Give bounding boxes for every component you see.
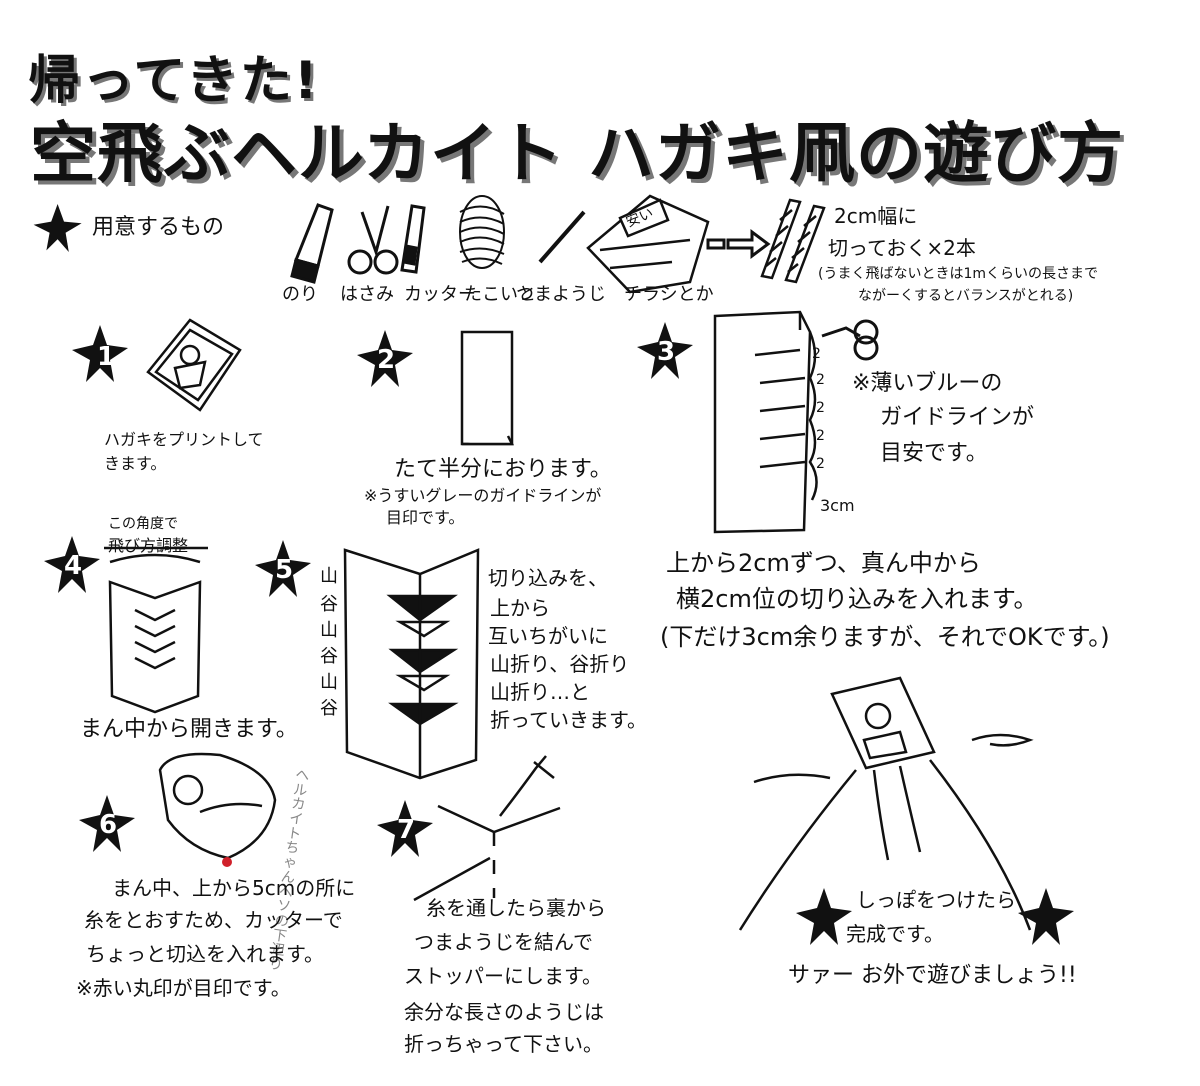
step-2-number: 2 [377, 345, 395, 375]
step-1-text-1: ハガキをプリントして [104, 430, 264, 450]
step-3-text-3: (下だけ3cm余りますが、それでOKです。) [660, 622, 1110, 652]
step-5-text-2: 上から [490, 596, 550, 621]
string-spool-icon [460, 196, 504, 268]
step-5-text-1: 切り込みを、 [488, 566, 608, 591]
step-2-text-2: ※うすいグレーのガイドラインが [364, 486, 601, 506]
strip-note-1: 2cm幅に [834, 204, 917, 229]
step-6-text-4: ※赤い丸印が目印です。 [76, 976, 291, 1001]
step-6-number: 6 [99, 810, 117, 840]
strip-note-4: ながーくするとバランスがとれる) [858, 288, 1073, 306]
step-4-number: 4 [64, 551, 82, 581]
step-3-text-1: 上から2cmずつ、真ん中から [666, 548, 981, 578]
cutter-icon [402, 206, 424, 272]
step-7-text-2: つまようじを結んで [414, 930, 593, 955]
cut-mark-label: 2 [812, 346, 821, 364]
step-3-note-2: ガイドラインが [880, 404, 1034, 432]
step-1-number: 1 [97, 342, 115, 372]
step-1-text-2: きます。 [104, 454, 166, 474]
step-2-text-1: たて半分におります。 [394, 456, 612, 484]
material-glue: のり [282, 284, 318, 307]
step-5-number: 5 [275, 555, 293, 585]
step-7-number: 7 [397, 815, 415, 845]
materials-heading: 用意するもの [92, 214, 224, 242]
cut-mark-bottom: 3cm [820, 496, 855, 516]
finish-text-3: サァー お外で遊びましょう!! [788, 962, 1077, 990]
step-6-text-1: まん中、上から5cmの所に [112, 876, 355, 901]
material-scissors: はさみ [340, 284, 394, 307]
paper-strip-icon [762, 200, 824, 282]
string-threading-diagram [414, 756, 560, 900]
cut-mark-label: 2 [816, 456, 825, 474]
material-flyer: チラシとか [624, 284, 714, 307]
kite-character-sketch [160, 754, 275, 858]
cut-mark-label: 2 [816, 372, 825, 390]
scissors-icon [349, 206, 397, 273]
step-3-note-3: 目安です。 [880, 440, 988, 468]
step-7-text-5: 折っちゃって下さい。 [404, 1032, 603, 1057]
material-toothpick: つまようじ [516, 284, 606, 307]
step-4-text: まん中から開きます。 [80, 716, 298, 744]
cut-mark-label: 2 [816, 400, 825, 418]
fold-label: 谷 [320, 594, 338, 617]
fold-label: 山 [320, 672, 338, 695]
strip-note-3: (うまく飛ばないときは1mくらいの長さまで [818, 266, 1098, 284]
arrow-icon [708, 232, 768, 256]
finish-shuriken-right [1018, 888, 1074, 945]
zigzag-fold-diagram [345, 550, 478, 778]
fold-label: 山 [320, 620, 338, 643]
step-3-text-2: 横2cm位の切り込みを入れます。 [676, 584, 1037, 614]
cut-mark-label: 2 [816, 428, 825, 446]
finish-shuriken-left [796, 888, 852, 945]
step-7-text-4: 余分な長さのようじは [404, 1000, 604, 1025]
toothpick-icon [540, 212, 584, 262]
step-3-number: 3 [657, 337, 675, 367]
scissors-cut-icon [822, 321, 877, 359]
finish-text-1: しっぽをつけたら [856, 888, 1016, 913]
step-7-text-3: ストッパーにします。 [404, 964, 602, 989]
glue-stick-icon [292, 205, 332, 282]
fold-label: 谷 [320, 646, 338, 669]
cut-card-diagram [715, 312, 817, 532]
step-5-text-4: 山折り、谷折り [490, 652, 629, 677]
strip-note-2: 切っておく×2本 [828, 236, 976, 261]
red-dot-marker [222, 857, 232, 867]
step-6-text-3: ちょっと切込を入れます。 [86, 942, 324, 967]
opened-card-diagram [104, 548, 208, 712]
postcard-icon [148, 320, 240, 410]
step-4-angle-2: 飛び方調整 [108, 536, 188, 556]
step-5-text-3: 互いちがいに [488, 624, 608, 649]
step-6-text-2: 糸をとおすため、カッターで [84, 908, 343, 933]
step-5-text-6: 折っていきます。 [490, 708, 647, 733]
folded-card-icon [462, 332, 512, 444]
step-5-text-5: 山折り…と [490, 680, 590, 705]
finish-text-2: 完成です。 [846, 922, 944, 947]
step-2-text-3: 目印です。 [386, 508, 464, 528]
step-3-note-1: ※薄いブルーの [852, 370, 1002, 398]
fold-label: 谷 [320, 698, 338, 721]
step-7-text-1: 糸を通したら裏から [426, 896, 606, 921]
step-4-angle-1: この角度で [108, 516, 178, 534]
fold-label: 山 [320, 566, 338, 589]
